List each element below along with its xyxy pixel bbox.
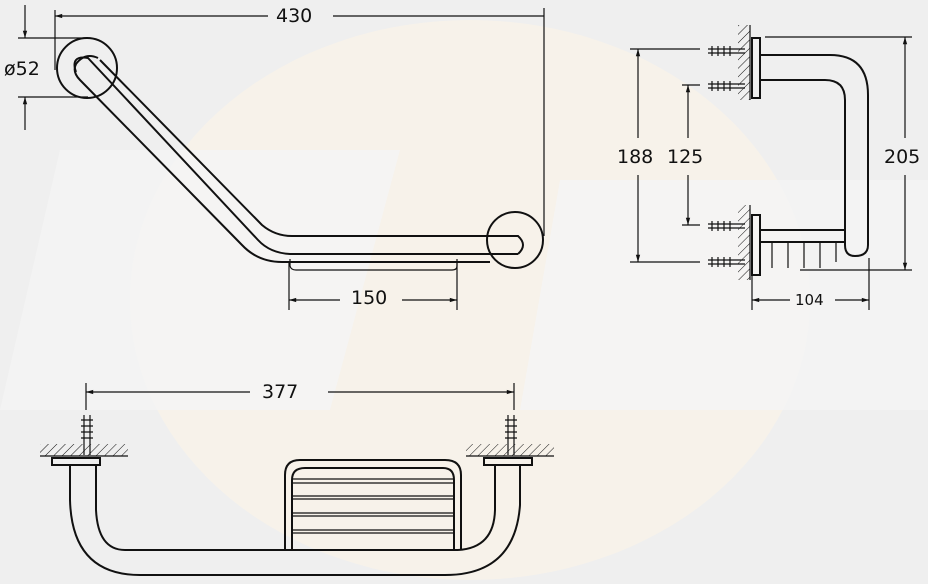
wall-flange-right (486, 211, 544, 269)
flange-right (483, 457, 533, 466)
wall-hatch (738, 25, 750, 100)
dim-label-side-outer: 188 (617, 146, 653, 168)
flange-bottom (751, 214, 761, 276)
top-view: 377 (40, 381, 554, 576)
side-view: 188 125 205 104 (617, 25, 920, 310)
screw-icon (708, 46, 745, 267)
wall-hatch (738, 205, 750, 280)
dim-label-side-inner: 125 (667, 146, 703, 168)
flange-left (51, 457, 101, 466)
basket-profile (759, 229, 846, 243)
dim-label-side-height: 205 (884, 146, 920, 168)
dim-label-fixing-centers: 377 (262, 381, 298, 403)
basket-inner (291, 467, 455, 550)
grab-bar-upper-edge (99, 59, 524, 255)
dim-label-side-projection: 104 (795, 291, 824, 309)
dim-label-basket-width: 150 (351, 287, 387, 309)
u-bar-inner (95, 465, 496, 551)
grab-bar-lower-edge (73, 55, 300, 263)
wall-hatch (466, 444, 554, 456)
u-bar-outer (69, 465, 521, 576)
watermark (0, 20, 928, 580)
basket-slats (771, 242, 837, 268)
grab-bar-outer (73, 56, 518, 255)
wall-flange-left (56, 37, 118, 99)
basket-outer (284, 459, 462, 550)
flange-top (751, 37, 761, 99)
bar-profile (760, 54, 869, 258)
basket-slats (292, 478, 454, 534)
front-view: 430 ø52 150 (4, 5, 545, 310)
dim-label-flange-diameter: ø52 (4, 58, 40, 80)
screw-icon (81, 415, 517, 455)
dim-label-overall-width: 430 (276, 5, 312, 27)
